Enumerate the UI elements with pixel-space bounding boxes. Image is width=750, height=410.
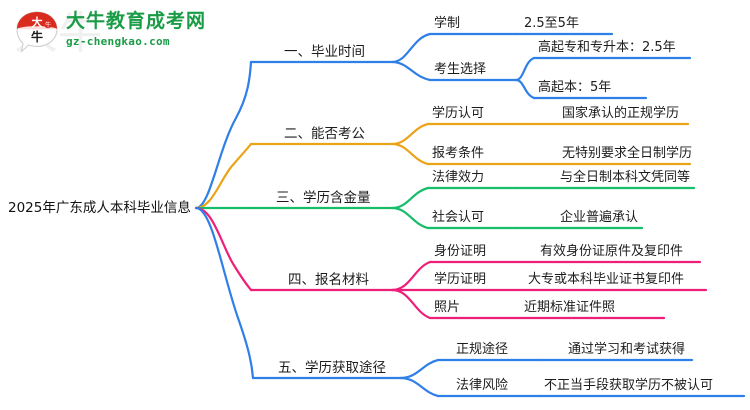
branch-2-child-2-leaf-1-label[interactable]: 无特别要求全日制学历 [562,146,693,161]
branch-4-child-1-leaf-1-label[interactable]: 有效身份证原件及复印件 [540,244,684,259]
branch-label-3[interactable]: 三、学历含金量 [276,190,371,206]
branch-label-2[interactable]: 二、能否考公 [284,126,365,142]
wire-root-b5 [194,206,255,380]
branch-3-child-1-leaf-1-label[interactable]: 与全日制本科文凭同等 [560,170,691,185]
wire-b1-c1 [390,32,432,64]
wire-b1-c2-g1 [514,56,536,82]
svg-text:牛: 牛 [31,29,43,44]
logo-text-block: 大牛教育成考网 gz-chengkao.com [66,10,206,50]
branch-2-child-1-leaf-1-label[interactable]: 国家承认的正规学历 [562,106,680,121]
branch-3-child-2-leaf-1-label[interactable]: 企业普遍承认 [560,210,639,225]
daniu-speech-bubble-logo-icon: 大 牛 牛 [16,11,58,53]
logo-title-cn: 大牛教育成考网 [66,10,207,32]
branch-5-child-2-leaf-1-label[interactable]: 不正当手段获取学历不被认可 [544,378,714,393]
wire-b5-c2 [398,376,440,398]
branch-5-child-1-leaf-1-label[interactable]: 通过学习和考试获得 [568,342,686,357]
branch-3-child-1-label[interactable]: 法律效力 [432,170,485,185]
branch-1-child-2-leaf-2-label[interactable]: 高起本：5年 [538,80,612,95]
wire-b2-c1 [390,122,430,146]
branch-4-child-3-label[interactable]: 照片 [434,300,461,315]
branch-1-child-2-leaf-1-label[interactable]: 高起专和专升本：2.5年 [538,40,676,55]
branch-label-5[interactable]: 五、学历获取途径 [278,360,386,376]
wire-root-b1 [194,60,253,210]
wire-b1-c2 [390,60,432,82]
branch-2-child-2-label[interactable]: 报考条件 [432,146,485,161]
svg-text:牛: 牛 [45,21,51,29]
branch-1-child-1-label[interactable]: 学制 [434,16,461,31]
wire-b2-c2 [390,142,430,166]
branch-3-child-2-label[interactable]: 社会认可 [432,210,485,225]
branch-1-child-2-label[interactable]: 考生选择 [434,62,487,77]
logo-domain: gz-chengkao.com [66,35,170,48]
branch-5-child-2-label[interactable]: 法律风险 [456,378,509,393]
wire-root-b2 [194,142,253,210]
wire-b1-c2-g2 [514,78,536,100]
wire-b4-c3 [390,288,432,320]
wire-b4-c1 [390,260,432,292]
wire-b3-c1 [390,186,430,210]
svg-text:大: 大 [32,15,43,29]
wire-b5-c1 [398,358,440,380]
branch-4-child-2-leaf-1-label[interactable]: 大专或本科毕业证书复印件 [528,272,685,287]
branch-4-child-1-label[interactable]: 身份证明 [434,244,487,259]
branch-1-child-1-leaf-1-label[interactable]: 2.5至5年 [524,16,579,31]
branch-4-child-2-label[interactable]: 学历证明 [434,272,487,287]
branch-2-child-1-label[interactable]: 学历认可 [432,106,485,121]
site-logo: 大 牛 牛 大牛教育成考网 gz-chengkao.com [14,8,234,56]
branch-4-child-3-leaf-1-label[interactable]: 近期标准证件照 [524,300,616,315]
wire-b3-c2 [390,206,430,230]
wire-root-b4 [194,206,253,292]
branch-5-child-1-label[interactable]: 正规途径 [456,342,509,357]
mindmap-root-label[interactable]: 2025年广东成人本科毕业信息 [8,200,191,216]
branch-label-4[interactable]: 四、报名材料 [288,272,369,288]
branch-label-1[interactable]: 一、毕业时间 [284,44,365,60]
